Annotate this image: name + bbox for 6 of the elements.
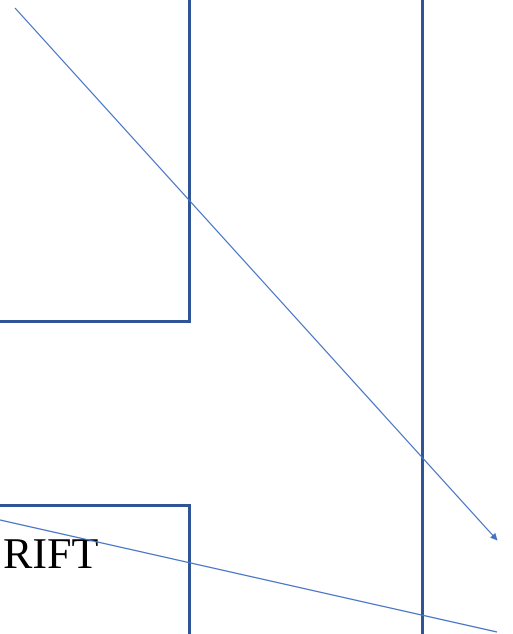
empty-shape [421, 0, 424, 634]
connector-line [0, 519, 498, 633]
text-box [0, 504, 191, 634]
empty-box [0, 0, 191, 323]
box-label: RIFT [3, 532, 98, 576]
arrow [14, 8, 498, 541]
